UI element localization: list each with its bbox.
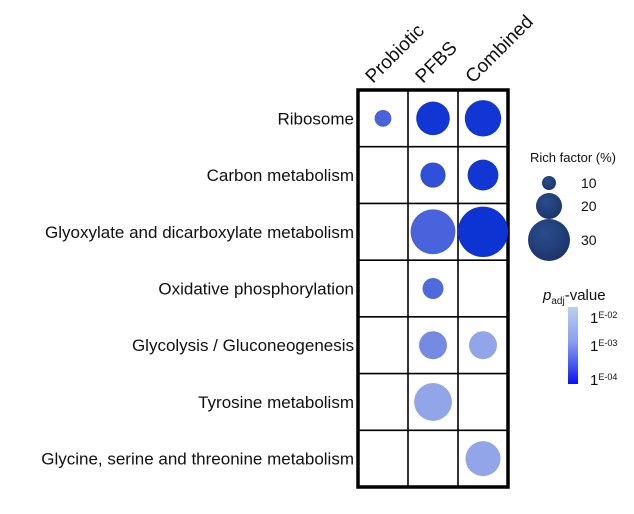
bubble	[410, 209, 456, 255]
row-label: Oxidative phosphorylation	[158, 280, 354, 299]
row-label: Ribosome	[277, 109, 354, 128]
color-legend-title: padj-value	[542, 287, 606, 307]
bubble	[414, 383, 452, 421]
color-legend-tick: 1E-04	[590, 372, 617, 389]
colorbar	[568, 307, 578, 384]
bubble	[465, 441, 501, 477]
color-legend-title-main: p	[542, 287, 551, 304]
row-label: Glycolysis / Gluconeogenesis	[132, 336, 354, 355]
size-legend: Rich factor (%) 10 20 30	[528, 150, 616, 261]
grid	[356, 88, 510, 489]
column-label: PFBS	[412, 38, 462, 88]
color-legend-title-suffix: -value	[565, 287, 606, 304]
bubble	[467, 159, 499, 191]
size-legend-label: 30	[581, 232, 597, 248]
size-legend-bubble	[536, 193, 562, 219]
size-legend-label: 20	[581, 198, 597, 214]
color-legend-tick: 1E-02	[590, 310, 617, 327]
row-label: Tyrosine metabolism	[198, 393, 354, 412]
size-legend-title: Rich factor (%)	[530, 150, 616, 165]
color-legend-title-sub: adj	[551, 296, 564, 307]
color-legend: padj-value 1E-02 1E-03 1E-04	[542, 287, 617, 389]
bubble	[469, 331, 497, 360]
row-label: Glycine, serine and threonine metabolism	[41, 450, 354, 469]
bubbles	[374, 100, 509, 477]
bubble	[457, 206, 509, 257]
color-legend-tick: 1E-03	[590, 338, 617, 355]
row-label: Carbon metabolism	[207, 166, 354, 185]
bubble	[374, 109, 392, 127]
row-label: Glyoxylate and dicarboxylate metabolism	[45, 223, 354, 242]
size-legend-bubble	[528, 219, 570, 261]
size-legend-bubble	[542, 176, 556, 190]
column-label: Combined	[462, 11, 538, 87]
size-legend-label: 10	[581, 175, 597, 191]
bubble	[422, 278, 444, 299]
bubble	[419, 331, 447, 360]
bubble	[416, 101, 450, 136]
bubble	[420, 162, 446, 188]
bubble	[464, 100, 502, 137]
